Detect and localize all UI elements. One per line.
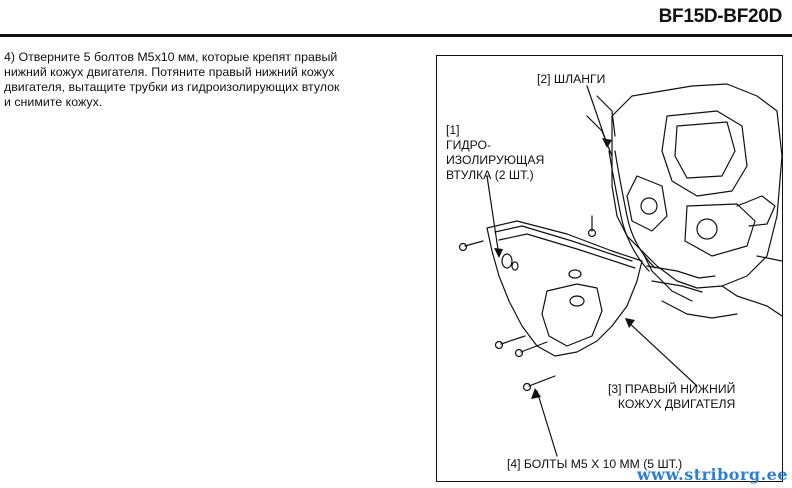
header-divider <box>0 34 792 37</box>
callout-grommet-label: [1] ГИДРО- ИЗОЛИРУЮЩАЯ ВТУЛКА (2 ШТ.) <box>446 123 545 182</box>
instruction-step-4: 4) Отверните 5 болтов M5x10 мм, которые … <box>4 50 340 109</box>
page-header-title: BF15D-BF20D <box>658 6 783 27</box>
callout-hoses-label: [2] ШЛАНГИ <box>537 72 606 86</box>
watermark-link[interactable]: www.striborg.ee <box>636 465 788 484</box>
callout-engine-cover-label: [3] ПРАВЫЙ НИЖНИЙ КОЖУХ ДВИГАТЕЛЯ <box>608 382 736 411</box>
callout-bolts-label: [4] БОЛТЫ M5 X 10 ММ (5 ШТ.) <box>507 457 683 471</box>
engine-line-drawing <box>458 83 782 457</box>
engine-cover-illustration: [2] ШЛАНГИ [1] ГИДРО- ИЗОЛИРУЮЩАЯ ВТУЛКА… <box>436 55 783 482</box>
